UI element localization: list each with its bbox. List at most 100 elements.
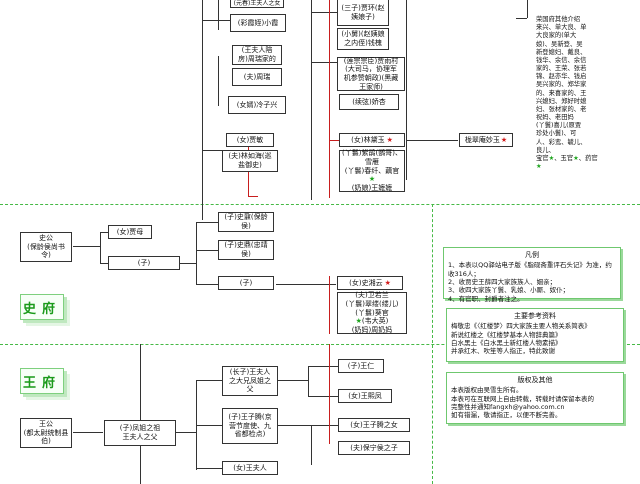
connector bbox=[248, 196, 258, 197]
references-title: 主要参考资料 bbox=[514, 312, 556, 320]
connector bbox=[329, 344, 330, 444]
connector bbox=[311, 12, 337, 13]
connector bbox=[100, 232, 108, 233]
side-note: 荣国府其他介绍 来兴、单大良、单 大良家的(单大 娘)、吴新登、吴 新登媳妇、戴… bbox=[534, 14, 604, 190]
person-box[interactable]: (子)凤姐之祖 王夫人之父 bbox=[104, 420, 176, 446]
person-box[interactable]: (夫)周瑞 bbox=[232, 68, 282, 86]
person-box[interactable]: (续弦)娇杏 bbox=[339, 94, 399, 110]
person-name: (奶妈)周奶妈 bbox=[351, 326, 393, 335]
connector bbox=[100, 232, 101, 264]
section-label-wang: 王府 bbox=[20, 368, 64, 394]
legend-panel: 凡例 1、本表以QQ驿站电子版《脂砚斋重评石头记》为准，约收316人； 2、收贾… bbox=[443, 247, 621, 303]
person-box[interactable]: (元春)王夫人之女 bbox=[230, 0, 284, 8]
person-box[interactable]: (女)贾母 bbox=[108, 225, 152, 239]
person-box[interactable]: (三子)贾环(赵 姨娘子) bbox=[337, 0, 389, 26]
connector bbox=[308, 366, 309, 396]
person-box[interactable]: (丫鬟)紫鹃(鹦哥)、 雪雁 (丫鬟)春纤、藕官★ (奶娘)王嬷嬷 bbox=[339, 149, 405, 193]
person-name: (丫鬟)紫鹃(鹦哥)、 雪雁 bbox=[342, 149, 402, 166]
side-note-tail: 、药官 bbox=[578, 154, 598, 162]
person-box[interactable]: (夫)卫若兰 (丫鬟)翠缕(缕儿) (丫鬟)葵官 ★(韦大英) (奶妈)周奶妈 bbox=[337, 291, 407, 335]
copyright-item: 完整性并通知fangxh@yahoo.com.cn bbox=[451, 402, 565, 411]
side-note-tail: 、玉官 bbox=[554, 154, 574, 162]
copyright-item: 如有错漏，敬请指正，以便不断完善。 bbox=[451, 411, 562, 420]
person-box[interactable]: 王公 (都太尉统制县 伯) bbox=[20, 418, 72, 448]
person-box[interactable]: (子)王子腾(京 营节度使、九 省都检点) bbox=[222, 408, 278, 444]
person-box[interactable]: (女)王子腾之女 bbox=[338, 418, 410, 432]
person-name: (夫)卫若兰 (丫鬟)翠缕(缕儿) (丫鬟)葵官 bbox=[345, 291, 399, 317]
connector bbox=[218, 0, 219, 30]
person-box[interactable]: (子)史鼐(保龄 侯) bbox=[218, 212, 274, 232]
connector bbox=[196, 425, 222, 426]
person-box[interactable]: (小舅)(赵姨娘 之内侄)钱槐 bbox=[337, 28, 389, 50]
star-green-icon: ★ bbox=[536, 163, 542, 171]
person-name: (女)史湘云 bbox=[349, 278, 383, 287]
connector bbox=[278, 425, 338, 426]
person-box-miaoyu[interactable]: 栊翠庵妙玉★ bbox=[459, 133, 513, 147]
connector bbox=[527, 0, 528, 18]
person-box[interactable]: (夫)保宁侯之子 bbox=[338, 441, 410, 455]
star-green-icon: ★ bbox=[368, 175, 376, 184]
divider-wang bbox=[0, 344, 640, 345]
copyright-title: 版权及其他 bbox=[517, 376, 553, 384]
connector bbox=[196, 250, 218, 251]
connector bbox=[176, 432, 196, 433]
copyright-item: 本表版权由吴雪生所有。 bbox=[451, 386, 523, 395]
person-box[interactable]: (子)王仁 bbox=[338, 359, 384, 373]
reference-item: 白水黑土《白水黑土新红楼人物素描》 bbox=[451, 338, 562, 347]
connector bbox=[329, 140, 339, 141]
person-box-xiangyun[interactable]: (女)史湘云★ bbox=[337, 276, 403, 290]
person-box[interactable]: (莲宗宗臣)贾雨村 (大司马，协理军 机参赞朝政)(黑藏 王家师) bbox=[337, 57, 405, 91]
section-label-shi: 史府 bbox=[20, 294, 64, 320]
connector bbox=[202, 20, 230, 21]
connector bbox=[196, 468, 222, 469]
connector bbox=[516, 18, 527, 19]
connector bbox=[311, 425, 312, 465]
person-name: (奶娘)王嬷嬷 bbox=[351, 184, 393, 193]
connector bbox=[308, 366, 338, 367]
reference-item: 并承红木、吹笙等人指正，特此致谢 bbox=[451, 347, 555, 356]
connector bbox=[329, 276, 330, 334]
connector bbox=[406, 140, 458, 141]
person-box[interactable]: (女)贾敏 bbox=[226, 133, 274, 147]
person-box[interactable]: (子)史鼎(忠靖 侯) bbox=[218, 240, 274, 260]
person-name: 栊翠庵妙玉 bbox=[464, 135, 500, 144]
person-box[interactable]: (长子)王夫人 之大兄凤姐之 父 bbox=[222, 366, 278, 396]
person-box[interactable]: (女婿)冷子兴 bbox=[228, 96, 286, 114]
person-box[interactable]: 史公 (保龄侯尚书 令) bbox=[20, 232, 72, 262]
person-box[interactable]: (彩霞姪)小霞 bbox=[230, 14, 286, 32]
person-box[interactable]: (女)王熙凤 bbox=[338, 389, 392, 403]
copyright-item: 本表可在互联网上自由转载，转载时请保留本表的 bbox=[451, 394, 594, 403]
person-box[interactable]: (女)王夫人 bbox=[222, 461, 278, 475]
star-green-icon: ★ bbox=[573, 154, 579, 162]
person-name: (女)林黛玉 bbox=[351, 135, 385, 144]
connector bbox=[196, 222, 218, 223]
person-box[interactable]: (子) bbox=[218, 276, 274, 290]
copyright-panel: 版权及其他 本表版权由吴雪生所有。 本表可在互联网上自由转载，转载时请保留本表的… bbox=[446, 372, 624, 424]
connector bbox=[140, 344, 141, 484]
connector bbox=[311, 62, 337, 63]
connector bbox=[311, 0, 312, 200]
star-green-icon: ★ bbox=[355, 317, 362, 326]
legend-item: 2、收贾史王薛四大家族族人、姻亲； bbox=[448, 277, 557, 286]
divider-right-panel bbox=[432, 204, 433, 484]
reference-item: 梅敬忠《〈红楼梦〉四大家族主要人物关系简表》 bbox=[451, 322, 591, 331]
star-red-icon: ★ bbox=[386, 135, 393, 144]
legend-title: 凡例 bbox=[525, 251, 539, 259]
connector bbox=[329, 0, 330, 198]
person-name: (丫鬟)春纤、藕官 bbox=[344, 166, 400, 175]
person-box[interactable]: (子) bbox=[108, 256, 180, 270]
legend-item: 1、本表以QQ驿站电子版《脂砚斋重评石头记》为准，约收316人； bbox=[448, 261, 612, 278]
person-name: (韦大英) bbox=[361, 317, 389, 326]
person-box[interactable]: (夫)林如海(巡 盐御史) bbox=[222, 150, 278, 172]
references-panel: 主要参考资料 梅敬忠《〈红楼梦〉四大家族主要人物关系简表》 新说红楼之《红楼梦基… bbox=[446, 308, 624, 362]
connector bbox=[100, 263, 108, 264]
connector bbox=[406, 0, 407, 180]
reference-item: 新说红楼之《红楼梦基本人物辞典篇》 bbox=[451, 330, 562, 339]
connector bbox=[218, 56, 219, 106]
connector bbox=[196, 380, 222, 381]
legend-item: 3、收四大家族丫鬟、乳娘、小厮、奴仆； bbox=[448, 286, 570, 295]
connector bbox=[73, 246, 100, 247]
person-box[interactable]: (王夫人陪 房)周瑞家的 bbox=[232, 45, 282, 65]
connector bbox=[73, 432, 103, 433]
person-box-daiyu[interactable]: (女)林黛玉★ bbox=[339, 133, 405, 147]
